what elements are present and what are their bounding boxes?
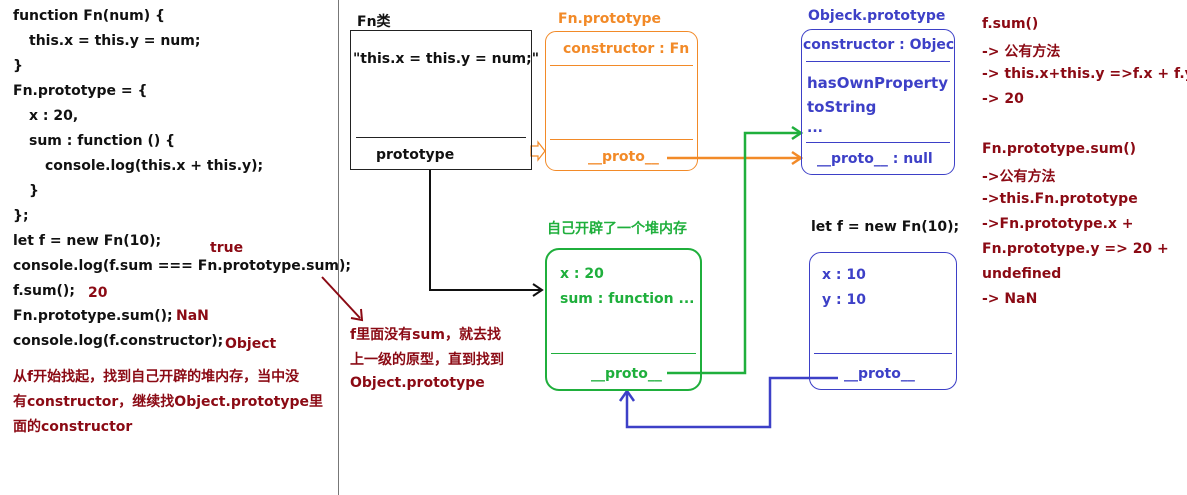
fn-prototype-proto: __proto__ [588,149,659,165]
code-line: console.log(f.constructor); [13,333,224,349]
right-note-line: Fn.prototype.sum() [982,141,1137,157]
heap-proto-link [667,131,800,375]
note-arrow-line [321,276,361,319]
f-proto-link [625,376,838,429]
f-heap-caption: let f = new Fn(10); [811,219,960,235]
fn-prototype-constructor: constructor : Fn [563,41,690,57]
prototype-arrow-head [532,283,544,297]
code-line: x : 20, [29,108,79,124]
code-line: function Fn(num) { [13,8,165,24]
code-line: Fn.prototype.sum(); [13,308,173,324]
f-heap-proto: __proto__ [844,366,915,382]
result-f-sum: 20 [88,285,108,301]
right-note-line: -> NaN [982,291,1038,307]
code-line: let f = new Fn(10); [13,233,162,249]
right-note-line: undefined [982,266,1062,282]
fn-class-box: "this.x = this.y = num;" prototype [350,30,539,170]
code-line: } [13,58,23,74]
result-proto-sum: NaN [176,308,209,324]
fn-class-body: "this.x = this.y = num;" [353,51,540,67]
code-line: } [29,183,39,199]
fn-class-divider [356,137,526,138]
right-note-line: -> this.x+this.y =>f.x + f.y [982,66,1187,82]
code-line: console.log(this.x + this.y); [45,158,264,174]
middle-note-line: Object.prototype [350,375,485,391]
fn-prototype-divider-top [550,65,693,66]
right-note-line: ->this.Fn.prototype [982,191,1138,207]
instance-heap-proto: __proto__ [591,366,662,382]
prototype-to-heap-line [429,170,540,291]
instance-heap-divider [551,353,696,354]
code-line: }; [13,208,29,224]
instance-heap-caption: 自己开辟了一个堆内存 [547,221,687,237]
code-note-line: 面的constructor [13,419,133,435]
right-note-line: ->Fn.prototype.x + [982,216,1134,232]
instance-heap-sum: sum : function ... [560,291,695,307]
result-constructor: Object [225,336,277,352]
object-prototype-ellipsis: ... [807,120,823,136]
object-prototype-box: constructor : Objeck hasOwnProperty toSt… [801,29,955,175]
right-note-line: -> 20 [982,91,1024,107]
instance-heap-x: x : 20 [560,266,604,282]
fn-prototype-title: Fn.prototype [558,11,662,27]
right-note-line: ->公有方法 [982,169,1056,185]
fn-class-title: Fn类 [357,14,391,30]
code-line: Fn.prototype = { [13,83,148,99]
object-prototype-method: hasOwnProperty [807,74,948,92]
note-arrow-head [350,308,364,322]
right-note-line: f.sum() [982,16,1039,32]
object-prototype-proto: __proto__ : null [817,151,933,167]
instance-heap-box: x : 20 sum : function ... __proto__ [545,248,702,391]
code-line: this.x = this.y = num; [29,33,201,49]
panel-divider [338,0,339,495]
code-line: f.sum(); [13,283,75,299]
code-line: console.log(f.sum === Fn.prototype.sum); [13,258,351,274]
hollow-arrow-icon [530,140,546,162]
object-prototype-divider-bottom [806,142,950,143]
code-line: sum : function () { [29,133,176,149]
code-note-line: 有constructor，继续找Object.prototype里 [13,394,324,410]
object-prototype-title: Objeck.prototype [808,8,946,24]
fn-class-prototype-label: prototype [376,147,455,163]
f-heap-box: x : 10 y : 10 __proto__ [809,252,957,390]
right-note-line: -> 公有方法 [982,44,1061,60]
f-heap-y: y : 10 [822,292,866,308]
right-note-line: Fn.prototype.y => 20 + [982,241,1169,257]
f-heap-x: x : 10 [822,267,866,283]
fn-prototype-divider-bottom [550,139,693,140]
middle-note-line: 上一级的原型，直到找到 [350,352,504,368]
object-prototype-method: toString [807,98,877,116]
f-proto-arrow-head [618,388,636,402]
object-prototype-constructor: constructor : Objeck [803,37,955,53]
code-note-line: 从f开始找起，找到自己开辟的堆内存，当中没 [13,369,300,385]
f-heap-divider [814,353,952,354]
object-prototype-divider-top [806,61,950,62]
middle-note-line: f里面没有sum，就去找 [350,327,501,343]
fn-prototype-box: constructor : Fn __proto__ [545,31,698,171]
result-equality: true [210,240,244,256]
